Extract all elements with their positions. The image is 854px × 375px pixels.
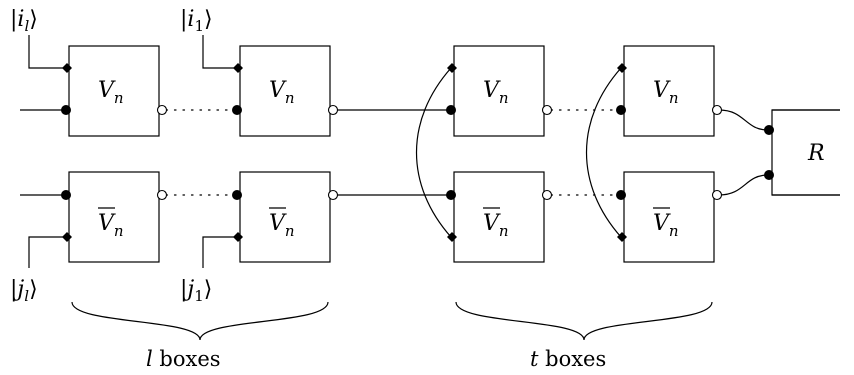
box-top-right-1 bbox=[453, 45, 545, 137]
port-diamond-top-left-1 bbox=[62, 63, 72, 73]
wire-ket-j-1 bbox=[202, 236, 238, 268]
brace-right bbox=[455, 301, 713, 341]
port-diamond-bottom-left-2 bbox=[233, 232, 243, 242]
label-bottom-right-1: Vn bbox=[483, 211, 509, 240]
port-r-top bbox=[764, 125, 774, 135]
port-diamond-bottom-right-1 bbox=[447, 232, 457, 242]
label-top-right-2: Vn bbox=[653, 78, 679, 107]
box-bottom-left-2 bbox=[239, 171, 331, 263]
box-bottom-right-2 bbox=[623, 171, 715, 263]
kets: |il⟩ |i1⟩ |jl⟩ |j1⟩ bbox=[10, 7, 213, 305]
port-diamond-bottom-left-1 bbox=[62, 232, 72, 242]
port-diamond-bottom-right-2 bbox=[617, 232, 627, 242]
port-input-bottom-left-1 bbox=[61, 190, 71, 200]
box-r bbox=[771, 109, 840, 196]
port-r-bottom bbox=[764, 170, 774, 180]
port-output-top-left-1 bbox=[156, 104, 168, 116]
arc-left-pair bbox=[416, 67, 452, 238]
ket-j-l: |jl⟩ bbox=[10, 277, 38, 305]
box-bottom-right-1 bbox=[453, 171, 545, 263]
label-bottom-left-2: Vn bbox=[269, 211, 295, 240]
port-output-top-right-1 bbox=[541, 104, 553, 116]
port-input-top-left-2 bbox=[232, 105, 242, 115]
caption-left: l boxes bbox=[146, 347, 221, 371]
box-top-left-2 bbox=[239, 45, 331, 137]
boxes bbox=[68, 45, 840, 263]
port-output-top-right-2 bbox=[711, 104, 723, 116]
box-top-left-1 bbox=[68, 45, 160, 137]
port-diamond-top-right-1 bbox=[447, 63, 457, 73]
port-input-bottom-right-2 bbox=[616, 190, 626, 200]
label-top-right-1: Vn bbox=[483, 78, 509, 107]
box-top-right-2 bbox=[623, 45, 715, 137]
wire-ket-j-l bbox=[28, 236, 67, 268]
port-input-top-left-1 bbox=[61, 105, 71, 115]
label-r-box: R bbox=[807, 141, 825, 166]
ket-i-l: |il⟩ bbox=[10, 7, 38, 35]
label-bottom-left-1: Vn bbox=[98, 211, 124, 240]
port-output-top-left-2 bbox=[327, 104, 339, 116]
port-output-bottom-left-2 bbox=[327, 189, 339, 201]
label-top-left-1: Vn bbox=[98, 78, 124, 107]
port-input-bottom-right-1 bbox=[446, 190, 456, 200]
port-output-bottom-left-1 bbox=[156, 189, 168, 201]
port-diamond-top-right-2 bbox=[617, 63, 627, 73]
caption-right: t boxes bbox=[530, 347, 606, 371]
label-top-left-2: Vn bbox=[269, 78, 295, 107]
ket-i-1: |i1⟩ bbox=[180, 7, 213, 35]
port-input-top-right-2 bbox=[616, 105, 626, 115]
port-input-top-right-1 bbox=[446, 105, 456, 115]
wire-ket-i-l bbox=[28, 35, 67, 69]
box-bottom-left-1 bbox=[68, 171, 160, 263]
ports bbox=[61, 63, 774, 242]
wire-bottom-to-r bbox=[718, 174, 769, 196]
brace-left bbox=[71, 301, 329, 341]
wire-ket-i-1 bbox=[202, 35, 238, 69]
port-input-bottom-left-2 bbox=[232, 190, 242, 200]
braces bbox=[71, 301, 713, 341]
captions: l boxes t boxes bbox=[146, 347, 606, 371]
port-output-bottom-right-1 bbox=[541, 189, 553, 201]
port-diamond-top-left-2 bbox=[233, 63, 243, 73]
arc-right-pair bbox=[586, 67, 622, 238]
wire-top-to-r bbox=[718, 109, 769, 131]
ket-j-1: |j1⟩ bbox=[180, 277, 212, 305]
label-bottom-right-2: Vn bbox=[653, 211, 679, 240]
box-labels: Vn Vn Vn Vn Vn Vn Vn Vn R bbox=[98, 78, 825, 240]
port-output-bottom-right-2 bbox=[711, 189, 723, 201]
